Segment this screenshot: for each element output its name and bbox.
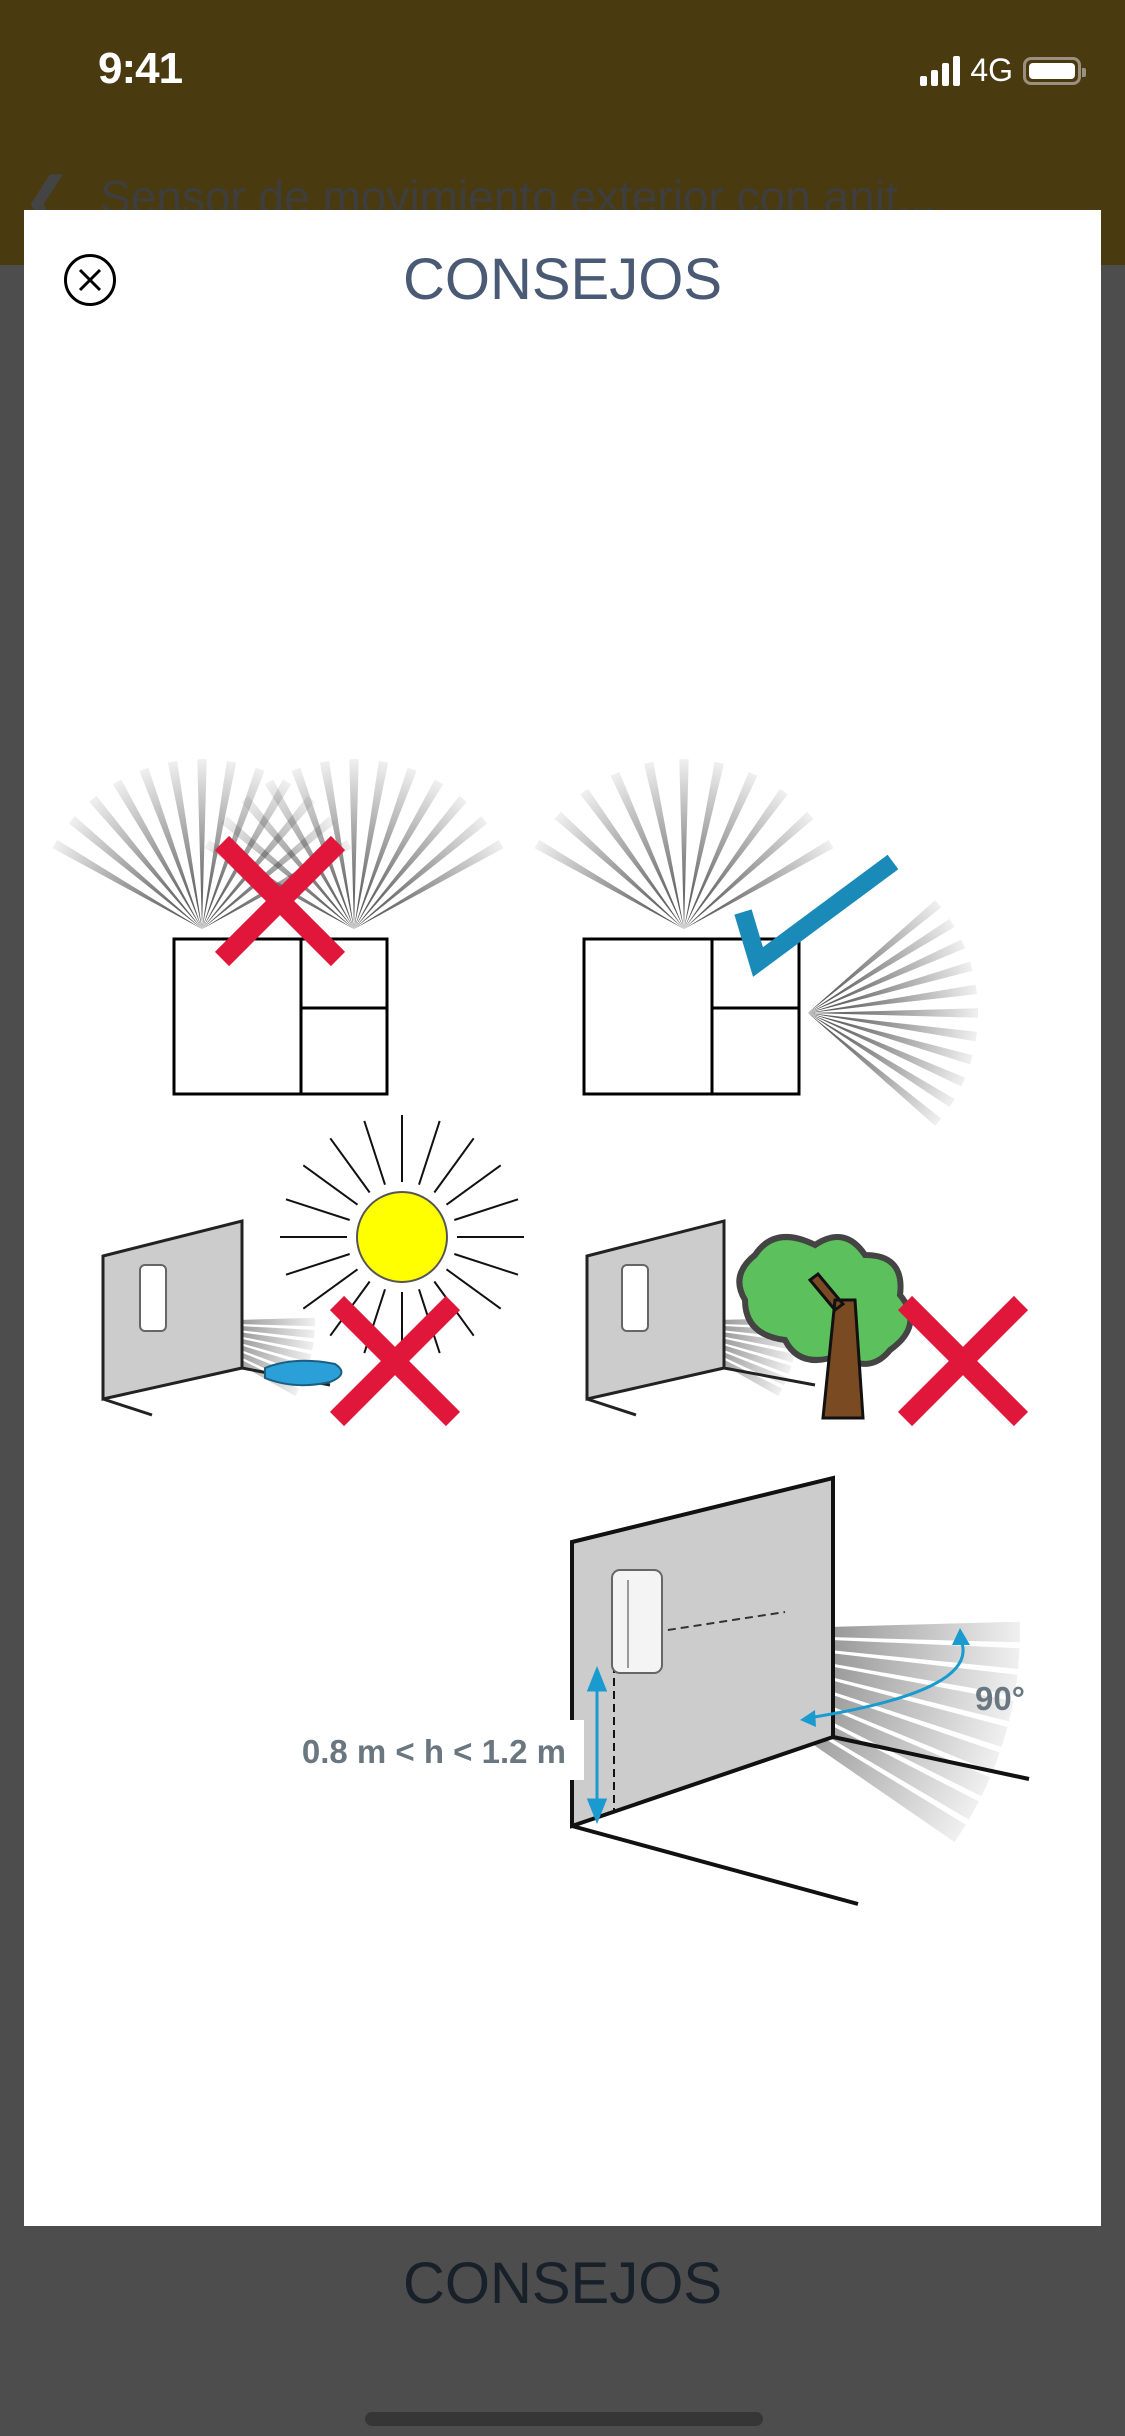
- detection-ray: [808, 1008, 978, 1018]
- detection-ray: [808, 918, 955, 1013]
- close-button[interactable]: [64, 254, 116, 306]
- detection-ray: [112, 779, 202, 929]
- detection-ray: [202, 795, 315, 929]
- cross-icon: [897, 1295, 1029, 1427]
- cross-icon: [329, 1295, 461, 1427]
- detection-ray: [534, 839, 684, 929]
- tree-scene: [585, 1219, 1029, 1427]
- checkmark-icon: [734, 854, 899, 977]
- sun-ray: [433, 1137, 475, 1194]
- sun-ray: [329, 1137, 371, 1194]
- detection-ray: [644, 761, 684, 929]
- detection-ray: [808, 961, 973, 1013]
- tips-modal: CONSEJOS: [24, 210, 1101, 2226]
- detection-ray: [202, 760, 237, 929]
- home-indicator[interactable]: [365, 2412, 763, 2426]
- detection-ray: [139, 767, 202, 929]
- floor-plan-wrong: [172, 937, 389, 1096]
- angle-label: 90°: [975, 1680, 1025, 1717]
- detection-ray: [684, 788, 788, 929]
- detection-ray: [220, 816, 354, 929]
- detection-ray: [808, 900, 942, 1013]
- tree-icon: [736, 1234, 914, 1367]
- detection-ray: [89, 795, 202, 929]
- detection-ray: [354, 760, 389, 929]
- detection-ray: [554, 811, 684, 929]
- sun-icon: [356, 1191, 448, 1283]
- detection-ray: [684, 811, 814, 929]
- sun-scene: [101, 1115, 524, 1427]
- close-icon: [78, 268, 102, 292]
- detection-ray: [808, 1013, 942, 1126]
- detection-ray: [52, 839, 202, 929]
- sun-ray: [302, 1268, 359, 1310]
- detection-ray: [684, 771, 758, 929]
- cross-icon: [214, 835, 346, 967]
- sun-ray: [453, 1198, 519, 1221]
- angle-arrow: [807, 1637, 965, 1720]
- detection-ray: [610, 771, 684, 929]
- network-type: 4G: [970, 52, 1013, 88]
- detection-ray: [808, 1013, 966, 1087]
- status-time: 9:41: [98, 44, 183, 93]
- sensor-icon: [621, 1264, 649, 1332]
- floor-plan-correct: [582, 937, 801, 1096]
- detection-ray: [684, 761, 724, 929]
- detection-ray: [808, 1013, 973, 1065]
- detection-ray: [354, 795, 467, 929]
- sensor-icon: [139, 1264, 167, 1332]
- detection-ray: [354, 839, 504, 929]
- sun-ray: [418, 1120, 441, 1186]
- height-range-label: 0.8 m < h < 1.2 m: [302, 1733, 566, 1770]
- detection-ray: [808, 1013, 977, 1042]
- detection-ray: [684, 839, 834, 929]
- battery-icon: [1023, 56, 1086, 85]
- detection-ray: [197, 759, 207, 929]
- detection-ray: [241, 795, 354, 929]
- sun-ray: [453, 1253, 519, 1276]
- sensor-icon: [611, 1569, 663, 1674]
- sun-ray: [302, 1164, 359, 1206]
- sun-ray: [445, 1164, 502, 1206]
- detection-ray: [354, 816, 488, 929]
- water-puddle-icon: [264, 1359, 343, 1387]
- detection-ray: [68, 816, 202, 929]
- detection-ray: [354, 767, 417, 929]
- detection-ray: [580, 788, 684, 929]
- mounting-scene: 0.8 m < h < 1.2 m 90°: [302, 1475, 1030, 1906]
- detection-ray: [354, 779, 444, 929]
- sun-ray: [285, 1253, 351, 1276]
- modal-title: CONSEJOS: [402, 247, 723, 312]
- height-arrow: [586, 1665, 608, 1825]
- detection-ray: [679, 759, 689, 929]
- sun-ray: [285, 1198, 351, 1221]
- background-section-title: CONSEJOS: [402, 2251, 723, 2316]
- detection-ray: [808, 1013, 955, 1108]
- sun-ray: [363, 1120, 386, 1186]
- detection-ray: [808, 984, 977, 1013]
- detection-ray: [808, 939, 966, 1013]
- detection-ray: [264, 779, 354, 929]
- detection-ray: [349, 759, 359, 929]
- signal-icon: [920, 55, 961, 86]
- sun-ray: [445, 1268, 502, 1310]
- detection-ray: [167, 760, 202, 929]
- status-indicators: 4G: [920, 52, 1086, 89]
